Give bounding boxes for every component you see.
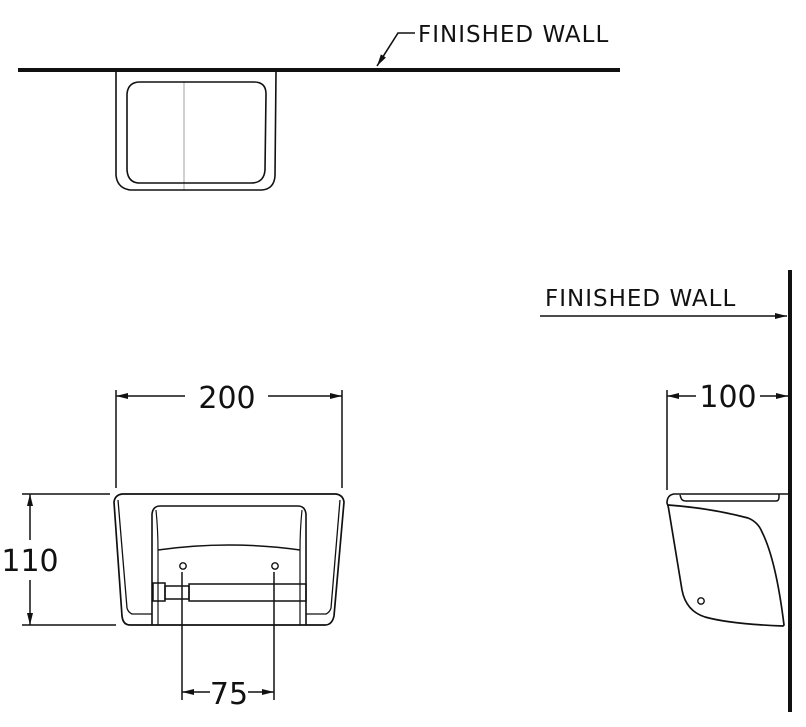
holder-side-right bbox=[306, 499, 341, 615]
hole-spacing-dimension: 75 bbox=[210, 677, 248, 712]
front-view: 200 110 75 bbox=[1, 381, 345, 712]
holder-side-left bbox=[117, 499, 152, 615]
backplate-top-edge bbox=[157, 544, 301, 551]
holder-lip bbox=[679, 494, 780, 502]
wall-label-side: FINISHED WALL bbox=[545, 286, 736, 312]
top-view: FINISHED WALL bbox=[18, 22, 620, 191]
spindle-cap bbox=[152, 582, 166, 602]
holder-body-front bbox=[113, 493, 345, 626]
height-dimension: 110 bbox=[1, 544, 58, 579]
spindle-neck bbox=[164, 585, 190, 600]
holder-outline-top bbox=[115, 71, 277, 191]
recess-inner-left bbox=[155, 509, 159, 625]
wall-label-top: FINISHED WALL bbox=[418, 22, 609, 48]
recess-outline bbox=[151, 505, 307, 625]
recess-inner-right bbox=[299, 509, 303, 625]
holder-inner-outline-top bbox=[126, 81, 267, 184]
side-view: FINISHED WALL 100 bbox=[540, 270, 792, 712]
wall-leader-arrow bbox=[376, 32, 415, 67]
holder-top-shelf bbox=[666, 493, 788, 507]
mount-hole-left bbox=[179, 562, 187, 570]
spindle-bar bbox=[188, 583, 307, 602]
mount-hole-right bbox=[271, 562, 279, 570]
side-mount-hole bbox=[697, 597, 705, 605]
width-dimension: 200 bbox=[198, 381, 255, 416]
depth-dimension: 100 bbox=[699, 380, 756, 415]
holder-profile bbox=[666, 504, 785, 627]
